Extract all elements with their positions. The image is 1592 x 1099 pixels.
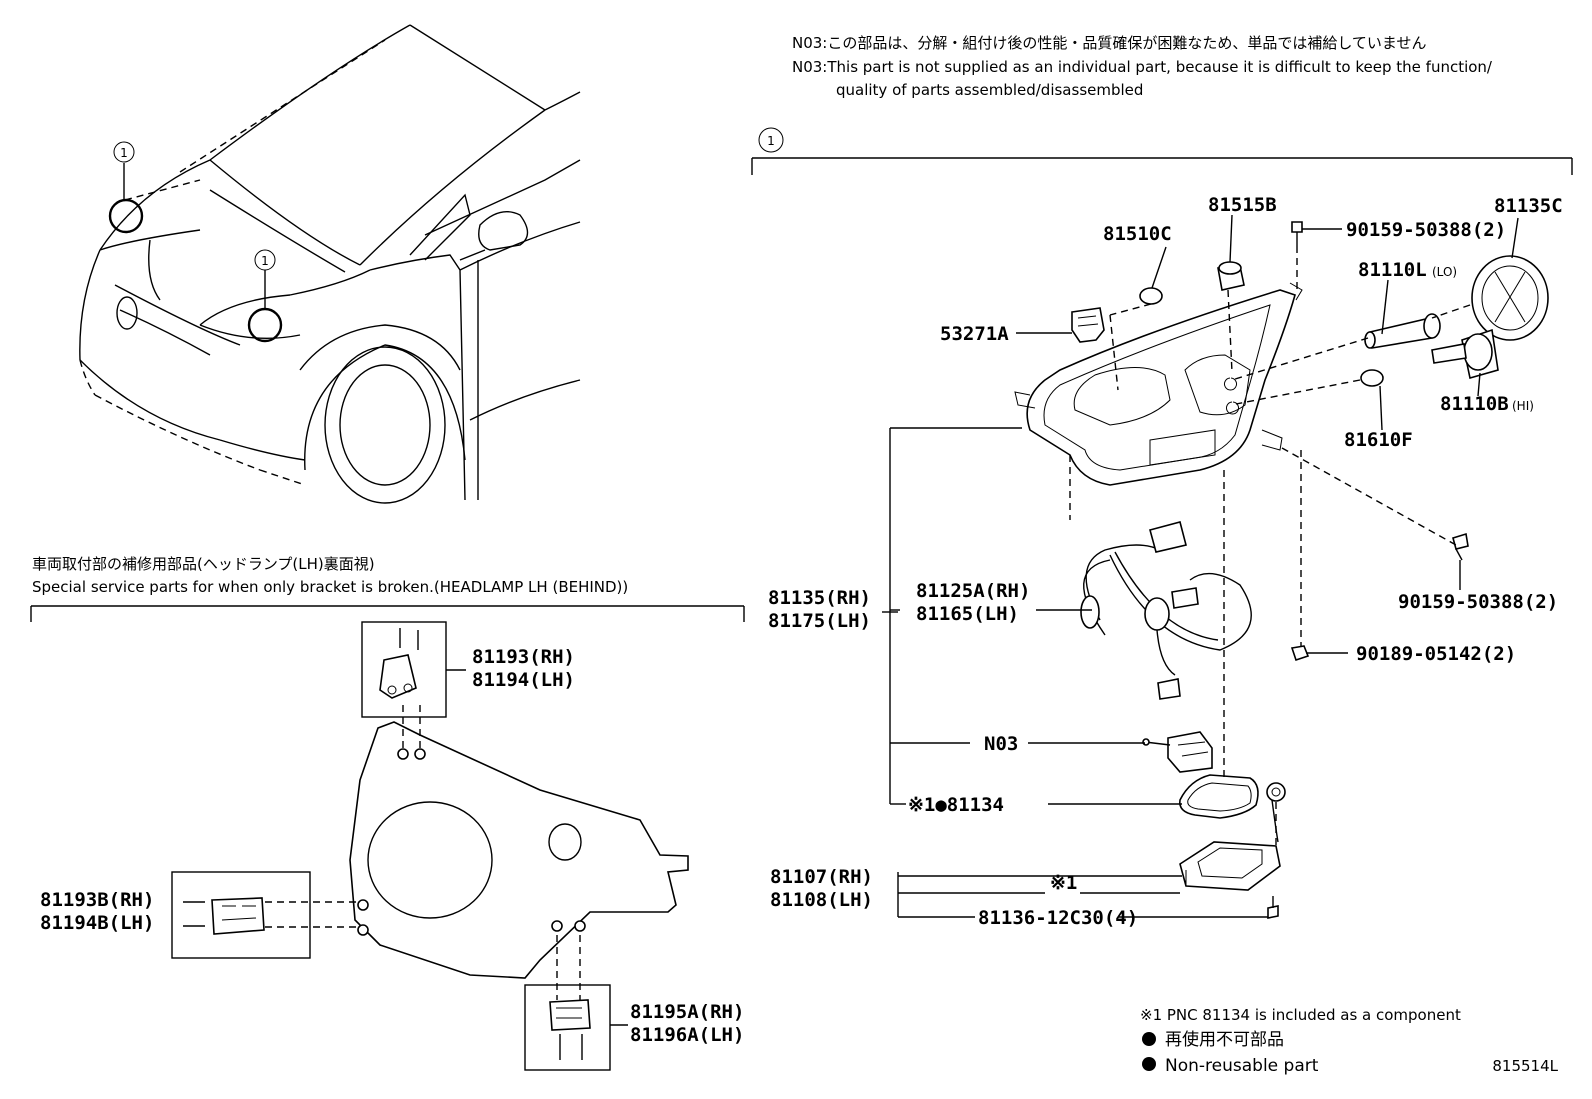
part-81193b-bracket: [171, 871, 360, 959]
label-note-x1: ※1: [1050, 872, 1077, 894]
label-81108-lh: 81108(LH): [770, 889, 873, 911]
non-reusable-dot-icon: [1142, 1032, 1156, 1046]
label-81110b-suffix: (HI): [1512, 399, 1534, 413]
label-81193b-rh: 81193B(RH): [40, 889, 154, 911]
label-81510c: 81510C: [1103, 223, 1172, 245]
part-81193-bracket: [361, 621, 466, 750]
bracket-section-frame: [30, 605, 745, 622]
guide-lines-right: [1069, 246, 1471, 846]
part-90159-bolt-bottom: [1452, 532, 1469, 561]
label-81136: 81136-12C30(4): [978, 907, 1138, 929]
part-81107-computer: [1179, 841, 1281, 891]
car-illustration: [79, 24, 581, 504]
part-81134-gasket: [1178, 774, 1286, 843]
part-n03-actuator: [1142, 731, 1213, 773]
svg-text:1: 1: [261, 254, 269, 268]
label-81515b: 81515B: [1208, 194, 1277, 216]
footnote-included-component: ※1 PNC 81134 is included as a component: [1140, 1006, 1461, 1024]
svg-text:1: 1: [120, 146, 128, 160]
callout-1-top: 1: [113, 141, 135, 163]
part-81125a-wire-harness: [1080, 521, 1252, 700]
label-81193-rh: 81193(RH): [472, 646, 575, 668]
label-81125a-rh: 81125A(RH): [916, 580, 1030, 602]
headlamp-back-view: [349, 721, 689, 979]
part-90189-bolt: [1290, 645, 1310, 662]
part-90159-bolt-top: [1291, 221, 1303, 246]
label-81196a-lh: 81196A(LH): [630, 1024, 744, 1046]
label-81165-lh: 81165(LH): [916, 603, 1019, 625]
part-81110l-bulb: [1364, 313, 1441, 349]
leader-lines-right: [882, 214, 1519, 918]
diagram-reference-code: 815514L: [1492, 1057, 1558, 1075]
label-81107-rh: 81107(RH): [770, 866, 873, 888]
part-81515b-socket: [1217, 261, 1245, 291]
bracket-note-en: Special service parts for when only brac…: [32, 578, 628, 596]
label-81110l: 81110L: [1358, 259, 1427, 281]
label-n03: N03: [984, 733, 1018, 755]
callout-1-mid: 1: [254, 249, 276, 271]
footnote-non-reusable-en: Non-reusable part: [1165, 1056, 1319, 1076]
svg-text:1: 1: [767, 134, 775, 148]
label-81110b: 81110B: [1440, 393, 1509, 415]
label-81194-lh: 81194(LH): [472, 669, 575, 691]
part-81510c-bulb: [1139, 287, 1163, 305]
label-53271a: 53271A: [940, 323, 1009, 345]
callout-1-bracket: 1: [751, 127, 1573, 175]
part-81610f-bulb: [1360, 369, 1384, 387]
note-n03-en-1: N03:This part is not supplied as an indi…: [792, 58, 1493, 76]
label-81195a-rh: 81195A(RH): [630, 1001, 744, 1023]
part-81136-screw: [1267, 896, 1279, 919]
non-reusable-dot-icon-2: [1142, 1057, 1156, 1071]
label-90159-top: 90159-50388(2): [1346, 219, 1506, 241]
label-81175-lh: 81175(LH): [768, 610, 871, 632]
note-n03-en-2: quality of parts assembled/disassembled: [836, 81, 1143, 99]
part-81135c-cover: [1471, 255, 1549, 341]
part-53271a: [1071, 307, 1105, 343]
note-n03-jp: N03:この部品は、分解・組付け後の性能・品質確保が困難なため、単品では補給して…: [792, 34, 1426, 52]
label-90189: 90189-05142(2): [1356, 643, 1516, 665]
part-81110b-bulb: [1431, 328, 1499, 380]
label-90159-bottom: 90159-50388(2): [1398, 591, 1558, 613]
headlamp-housing: [1014, 282, 1303, 486]
label-81135-rh: 81135(RH): [768, 587, 871, 609]
bracket-note-jp: 車両取付部の補修用部品(ヘッドランプ(LH)裏面視): [32, 555, 375, 573]
label-81194b-lh: 81194B(LH): [40, 912, 154, 934]
label-81610f: 81610F: [1344, 429, 1413, 451]
label-81110l-suffix: (LO): [1432, 265, 1457, 279]
label-81135c: 81135C: [1494, 195, 1563, 217]
footnote-non-reusable-jp: 再使用不可部品: [1165, 1029, 1284, 1050]
part-81195a-bracket: [524, 935, 628, 1071]
label-81134: ※1●81134: [908, 794, 1004, 816]
